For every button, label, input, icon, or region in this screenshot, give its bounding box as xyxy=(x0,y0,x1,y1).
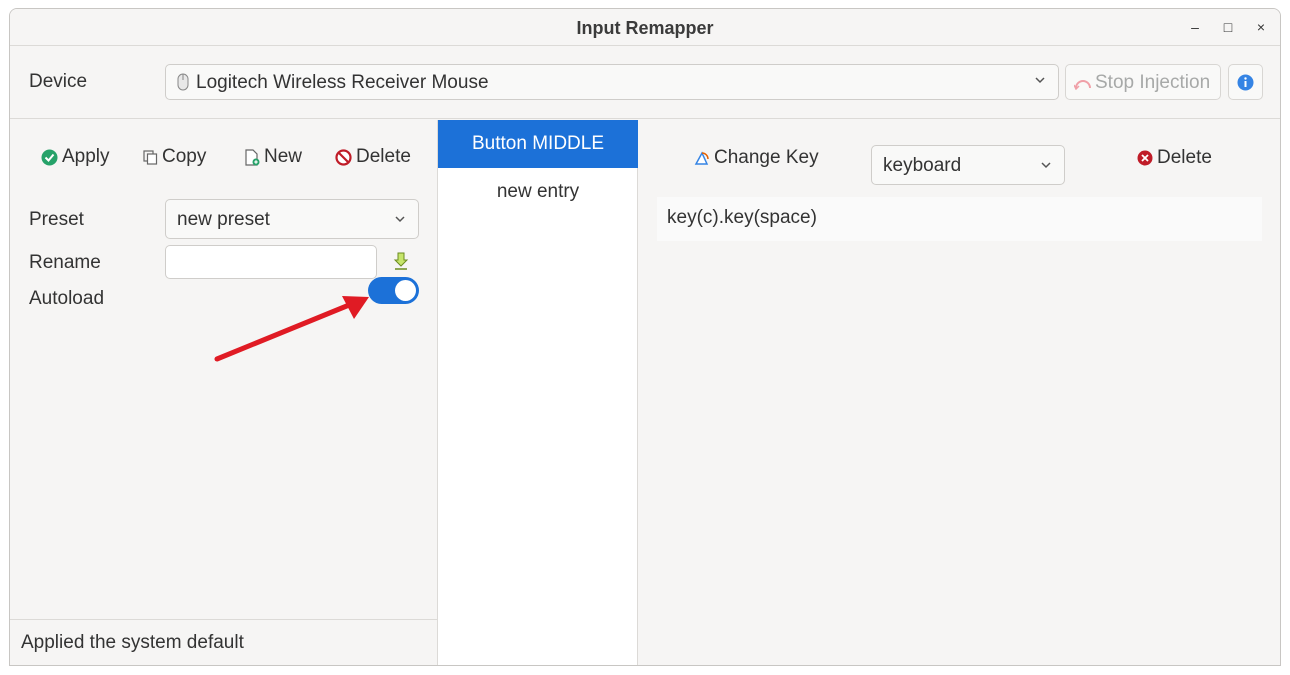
new-button[interactable]: New xyxy=(244,146,302,168)
rename-input[interactable] xyxy=(165,245,377,279)
preset-select[interactable]: new preset xyxy=(165,199,419,239)
minimize-button[interactable]: – xyxy=(1191,19,1199,35)
copy-button[interactable]: Copy xyxy=(143,146,206,168)
status-bar: Applied the system default xyxy=(10,619,437,665)
target-select[interactable]: keyboard xyxy=(871,145,1065,185)
chevron-down-icon xyxy=(1035,77,1045,84)
delete-preset-button[interactable]: Delete xyxy=(335,146,411,168)
output-editor[interactable]: key(c).key(space) xyxy=(657,197,1262,241)
change-key-button[interactable]: Change Key xyxy=(694,147,819,169)
preset-pane: Apply Copy New Delete Preset xyxy=(10,120,437,665)
close-button[interactable]: × xyxy=(1256,19,1266,35)
red-arrow-annotation xyxy=(214,296,369,362)
change-key-label: Change Key xyxy=(714,147,819,168)
mouse-icon xyxy=(177,73,189,91)
new-document-icon xyxy=(245,148,260,166)
copy-label: Copy xyxy=(162,146,207,167)
mapping-editor: Change Key keyboard Delete key(c).key(sp… xyxy=(638,120,1280,665)
change-key-icon xyxy=(694,151,709,165)
info-button[interactable] xyxy=(1228,64,1263,100)
maximize-button[interactable]: □ xyxy=(1223,19,1233,35)
app-window: Input Remapper – □ × Device Logitech Wir… xyxy=(9,8,1281,666)
delete-icon xyxy=(335,148,352,166)
mapping-item-button-middle[interactable]: Button MIDDLE xyxy=(438,120,638,168)
device-select-value: Logitech Wireless Receiver Mouse xyxy=(196,72,489,93)
device-row: Device Logitech Wireless Receiver Mouse … xyxy=(10,47,1280,119)
output-text: key(c).key(space) xyxy=(667,207,817,228)
window-title: Input Remapper xyxy=(576,18,714,38)
target-select-value: keyboard xyxy=(883,155,962,176)
delete-preset-label: Delete xyxy=(356,146,411,167)
device-label: Device xyxy=(29,71,88,92)
stop-injection-label: Stop Injection xyxy=(1095,72,1211,93)
mapping-item-new-entry[interactable]: new entry xyxy=(496,181,580,202)
delete-mapping-label: Delete xyxy=(1157,147,1212,168)
mapping-list: Button MIDDLE new entry xyxy=(437,120,638,665)
autoload-switch[interactable] xyxy=(368,277,419,304)
chevron-down-icon xyxy=(395,216,405,223)
autoload-switch-knob xyxy=(395,280,416,301)
stop-injection-button[interactable]: Stop Injection xyxy=(1065,64,1221,100)
apply-button[interactable]: Apply xyxy=(41,146,110,168)
checkmark-icon xyxy=(41,149,58,165)
save-rename-icon[interactable] xyxy=(393,252,409,271)
device-select[interactable]: Logitech Wireless Receiver Mouse xyxy=(165,64,1059,100)
apply-label: Apply xyxy=(62,146,110,167)
delete-mapping-button[interactable]: Delete xyxy=(1137,147,1212,169)
preset-label: Preset xyxy=(29,209,84,230)
rename-label: Rename xyxy=(29,252,101,273)
preset-select-value: new preset xyxy=(177,209,270,230)
autoload-label: Autoload xyxy=(29,288,105,309)
new-label: New xyxy=(264,146,303,167)
title-bar: Input Remapper – □ × xyxy=(10,9,1280,46)
delete-icon xyxy=(1137,150,1153,166)
stop-injection-icon xyxy=(1074,80,1091,90)
info-icon xyxy=(1237,74,1254,91)
status-text: Applied the system default xyxy=(21,632,244,653)
chevron-down-icon xyxy=(1041,162,1051,169)
copy-icon xyxy=(143,149,158,165)
